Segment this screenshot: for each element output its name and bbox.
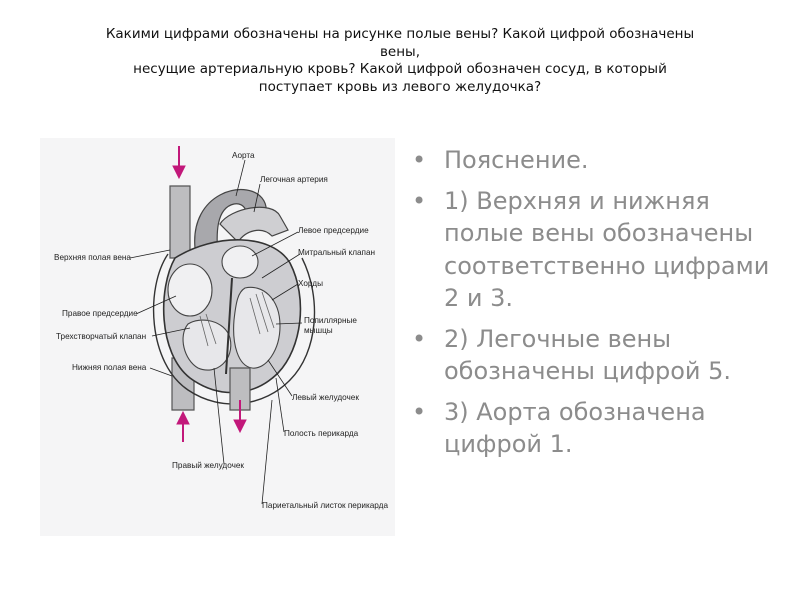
label-parietal-pericardium: Париетальный листок перикарда — [262, 501, 388, 510]
bullet-dot-icon: • — [412, 397, 427, 426]
bullet-dot-icon: • — [412, 146, 427, 174]
arrow-down-svc-head-icon — [172, 165, 186, 180]
leader-lines — [129, 159, 303, 505]
arrow-up-ivc-head-icon — [176, 410, 190, 425]
label-pericardial-cavity: Полость перикарда — [284, 429, 359, 438]
label-right-ventricle: Правый желудочек — [172, 461, 244, 470]
bullet-dot-icon: • — [412, 324, 427, 353]
heart-diagram: Аорта Легочная артерия Левое предсердие … — [40, 138, 395, 536]
chordae-lines — [249, 291, 275, 335]
title-line: поступает кровь из левого желудочка? — [258, 78, 542, 95]
slide-title: Какими цифрами обозначены на рисунке пол… — [40, 26, 760, 96]
arrow-down-aorta-head-icon — [233, 419, 247, 434]
superior-vena-cava-shape — [169, 185, 191, 259]
right-ventricle-chamber — [182, 319, 232, 371]
title-line: Какими цифрами обозначены на рисунке пол… — [105, 26, 695, 42]
tricuspid-chordae-lines — [199, 313, 217, 347]
descending-aorta-shape — [229, 367, 251, 411]
explanation-list: • Пояснение. • 1) Верхняя и нижняя полые… — [412, 144, 772, 469]
label-pulmonary-artery: Легочная артерия — [260, 175, 328, 184]
right-atrium-chamber — [167, 263, 213, 317]
explanation-text: 1) Верхняя и нижняя полые вены обозначен… — [444, 186, 770, 313]
explanation-item: • 1) Верхняя и нижняя полые вены обознач… — [412, 185, 772, 315]
septum — [225, 277, 233, 375]
left-ventricle-chamber — [233, 286, 281, 369]
left-atrium-chamber — [221, 245, 259, 279]
pulmonary-artery-shape — [219, 206, 289, 243]
label-left-ventricle: Левый желудочек — [292, 393, 359, 402]
label-mitral-valve: Митральный клапан — [298, 248, 375, 257]
explanation-text: Пояснение. — [444, 146, 589, 174]
explanation-item: • 2) Легочные вены обозначены цифрой 5. — [412, 323, 772, 388]
label-tricuspid-valve: Трехстворчатый клапан — [56, 332, 146, 341]
explanation-item: • 3) Аорта обозначена цифрой 1. — [412, 396, 772, 461]
label-superior-vena-cava: Верхняя полая вена — [54, 253, 131, 262]
title-line: вены, — [379, 43, 421, 60]
label-papillary-line1: Попиллярные — [304, 316, 357, 325]
label-inferior-vena-cava: Нижняя полая вена — [72, 363, 147, 372]
label-left-atrium: Левое предсердие — [298, 226, 369, 235]
heart-diagram-svg: Аорта Легочная артерия Левое предсердие … — [54, 146, 388, 510]
blood-flow-arrows — [172, 146, 247, 442]
explanation-text: 3) Аорта обозначена цифрой 1. — [444, 397, 706, 459]
label-right-atrium: Правое предсердие — [62, 309, 138, 318]
label-aorta: Аорта — [232, 151, 255, 160]
label-chordae: Хорды — [298, 279, 323, 288]
explanation-text: 2) Легочные вены обозначены цифрой 5. — [444, 324, 732, 386]
heart-illustration — [152, 185, 316, 411]
bullet-dot-icon: • — [412, 186, 427, 215]
explanation-item: • Пояснение. — [412, 144, 772, 177]
label-papillary-line2: мышцы — [304, 326, 333, 335]
title-line: несущие артериальную кровь? Какой цифрой… — [133, 61, 667, 77]
